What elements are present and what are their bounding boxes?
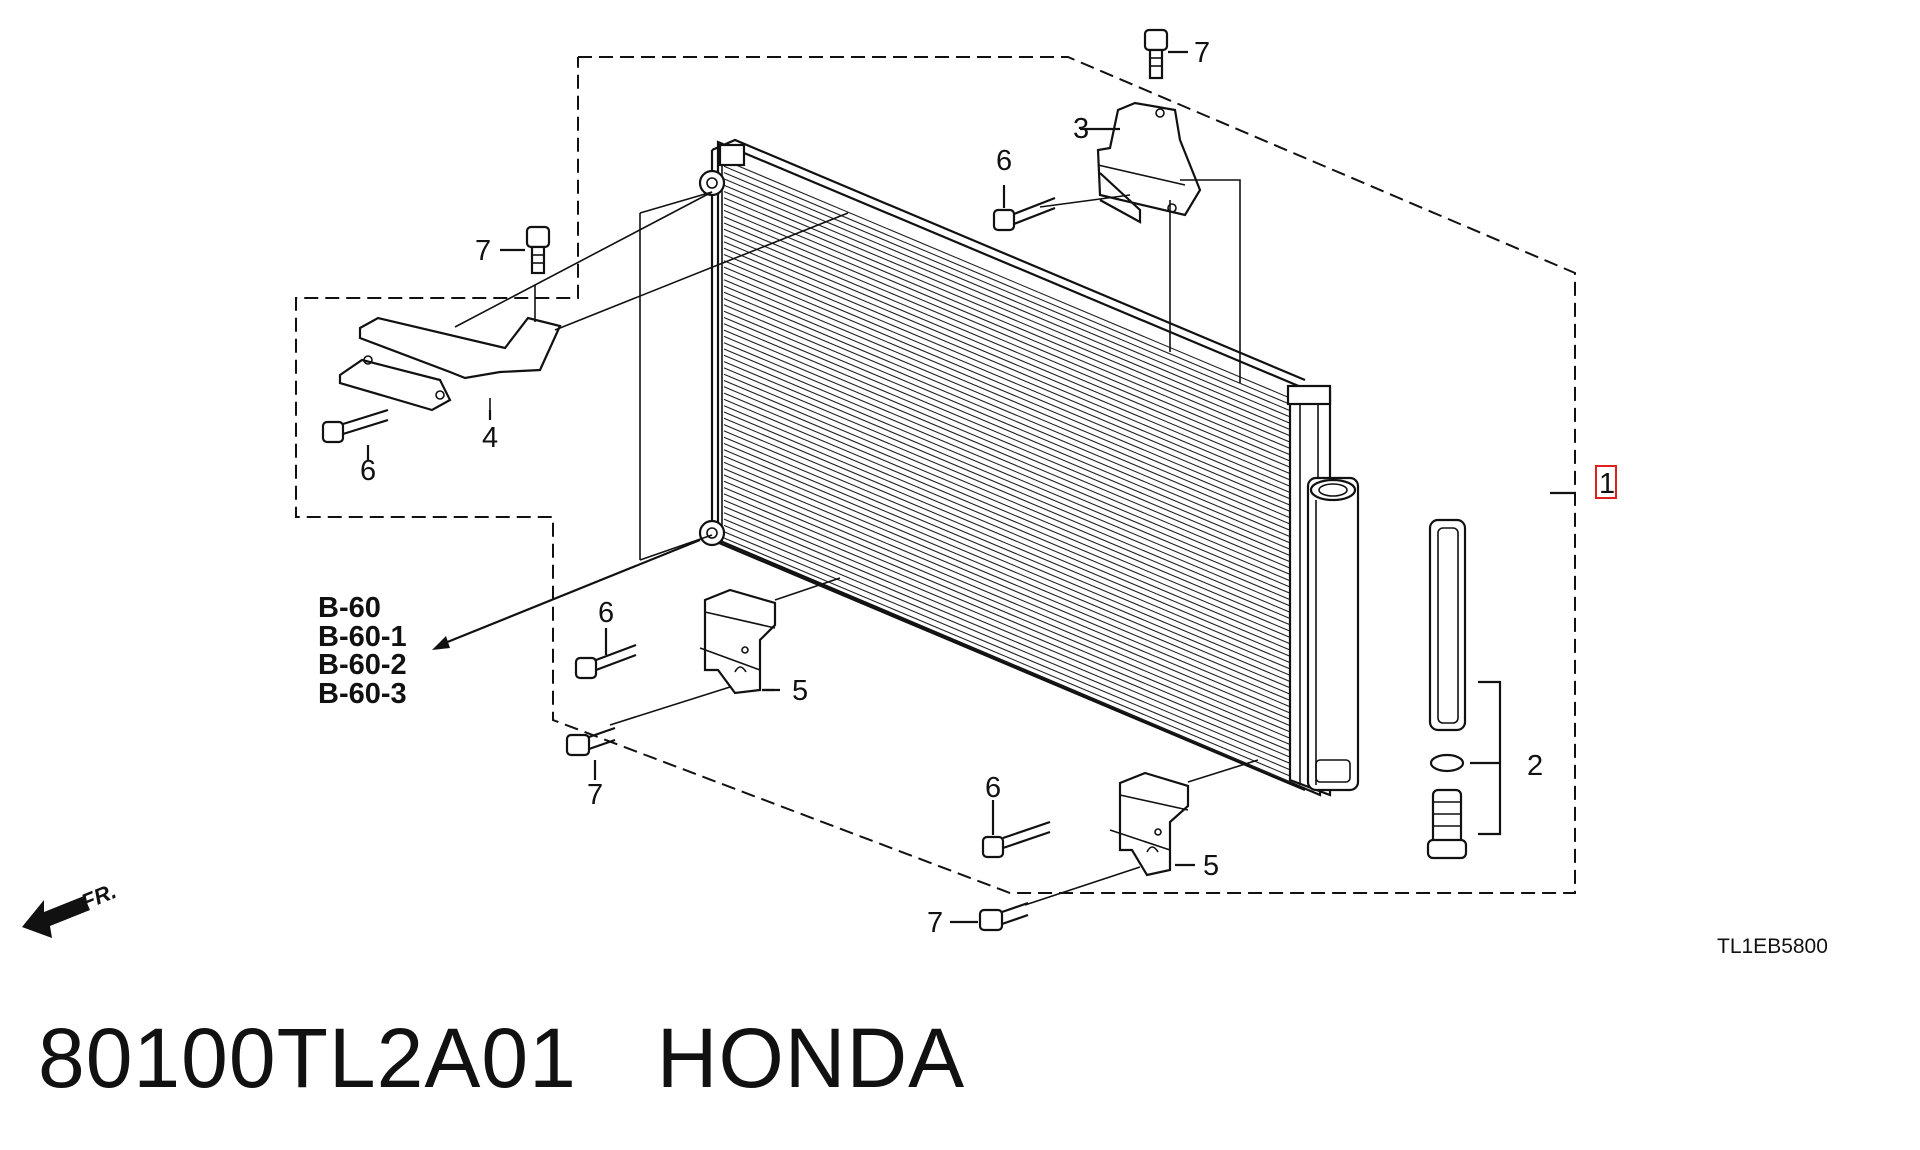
bolt-6-lower-left — [574, 643, 637, 680]
callout-7-top[interactable]: 7 — [1194, 37, 1210, 69]
callout-7-left[interactable]: 7 — [475, 235, 491, 267]
callout-6-lower-left[interactable]: 6 — [598, 597, 614, 629]
footer-caption: 80100TL2A01 HONDA — [38, 1010, 965, 1107]
callout-6-lower-right[interactable]: 6 — [985, 772, 1001, 804]
callout-2[interactable]: 2 — [1527, 750, 1543, 782]
condenser-fins — [723, 159, 1291, 783]
drawing-code: TL1EB5800 — [1717, 935, 1828, 958]
bolt-6-lower-right — [981, 820, 1051, 859]
bolt-6-upper-left — [321, 408, 389, 444]
filter-plug — [1426, 788, 1468, 860]
callout-1-highlight — [1595, 465, 1617, 499]
upper-bracket-3 — [1096, 101, 1202, 224]
bolt-7-lower-left — [565, 726, 616, 757]
callout-4[interactable]: 4 — [482, 422, 498, 454]
bolt-7-left — [525, 225, 551, 275]
callout-3[interactable]: 3 — [1073, 113, 1089, 145]
receiver-dryer — [1306, 476, 1360, 792]
callout-labels: 1 2 3 4 5 5 6 6 6 6 7 7 7 7 — [360, 37, 1617, 939]
leader-lines — [366, 50, 1575, 924]
bolt-7-lower-right — [978, 901, 1029, 932]
bolt-7-top — [1143, 28, 1169, 80]
lower-bracket-5-right — [1118, 771, 1190, 877]
o-ring — [1429, 753, 1465, 773]
reference-list: B-60 B-60-1 B-60-2 B-60-3 — [318, 592, 407, 710]
reference-b60[interactable]: B-60 — [318, 592, 381, 624]
front-arrow-icon — [22, 896, 90, 938]
part-number: 80100TL2A01 — [38, 1011, 577, 1105]
callout-5-right[interactable]: 5 — [1203, 850, 1219, 882]
bolt-6-upper-right — [992, 196, 1056, 232]
callout-7-lower-right[interactable]: 7 — [927, 907, 943, 939]
desiccant-bag — [1428, 518, 1467, 732]
reference-b60-3[interactable]: B-60-3 — [318, 678, 407, 710]
brand-name: HONDA — [656, 1011, 966, 1105]
reference-b60-1[interactable]: B-60-1 — [318, 621, 407, 653]
front-label: FR. — [78, 878, 120, 914]
front-direction-arrow: FR. — [22, 878, 120, 938]
callout-6-upper-left[interactable]: 6 — [360, 455, 376, 487]
lower-bracket-5-left — [703, 588, 777, 695]
assembly-boundary — [295, 56, 1576, 894]
callout-7-lower-left[interactable]: 7 — [587, 779, 603, 811]
callout-5-left[interactable]: 5 — [792, 675, 808, 707]
upper-bracket-4 — [338, 316, 562, 412]
callout-1[interactable]: 1 — [1599, 468, 1615, 500]
callout-6-upper-right[interactable]: 6 — [996, 145, 1012, 177]
reference-b60-2[interactable]: B-60-2 — [318, 649, 407, 681]
condenser-core — [698, 138, 1332, 797]
